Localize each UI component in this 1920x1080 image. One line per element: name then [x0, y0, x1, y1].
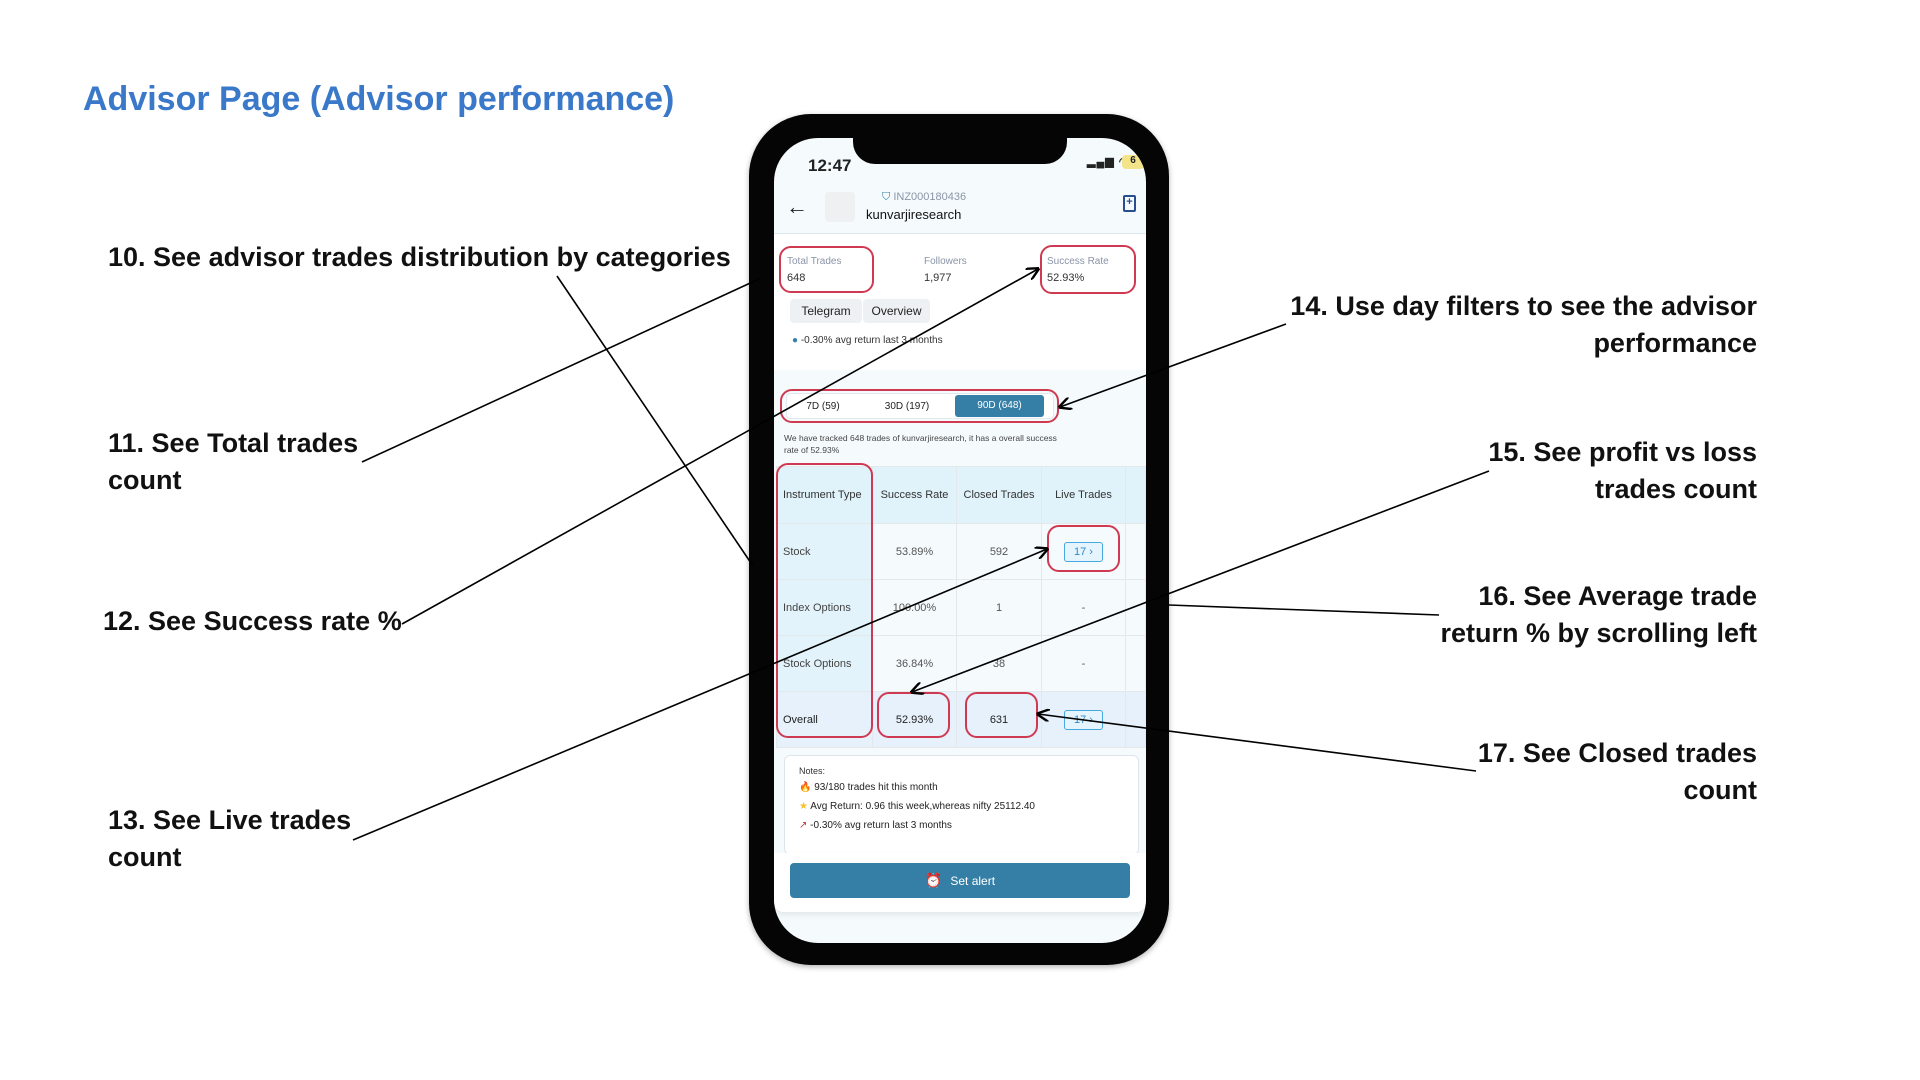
fire-icon: 🔥 [799, 782, 815, 793]
highlight-instrument-column [776, 463, 873, 738]
verified-shield-icon: ⛉ [882, 191, 894, 203]
tab-telegram[interactable]: Telegram [790, 299, 862, 323]
filter-90d[interactable]: 90D (648) [955, 395, 1044, 417]
star-icon: ★ [799, 801, 811, 812]
notch [853, 138, 1067, 164]
phone-screen: 12:47 ▂▄▆ ◠ 6 ← ⛉ INZ000180436 kunvarjir… [774, 138, 1146, 943]
tracking-summary: We have tracked 648 trades of kunvarjire… [784, 433, 1057, 455]
header-closed-trades: Closed Trades [956, 466, 1042, 524]
notes-card: Notes: 🔥 93/180 trades hit this month ★ … [784, 755, 1139, 855]
note-item: ★ Avg Return: 0.96 this week,whereas nif… [799, 801, 1035, 812]
bookmark-icon[interactable]: + [1123, 195, 1136, 212]
annotation-15: 15. See profit vs loss trades count [1488, 437, 1757, 504]
line-17 [1038, 714, 1477, 772]
filter-30d[interactable]: 30D (197) [884, 400, 930, 412]
registration-id: ⛉ INZ000180436 [882, 191, 967, 203]
day-filter-group: 7D (59) 30D (197) 90D (648) [786, 393, 1054, 419]
battery-icon: 6 [1122, 155, 1144, 169]
line-14 [1060, 323, 1287, 407]
tab-overview[interactable]: Overview [863, 299, 930, 323]
annotation-13: 13. See Live trades count [108, 805, 352, 872]
chart-icon: ↗ [799, 820, 811, 831]
annotation-17: 17. See Closed trades count [1477, 738, 1757, 805]
note-item: ↗ -0.30% avg return last 3 months [799, 820, 952, 831]
annotation-12: 12. See Success rate % [103, 606, 402, 636]
alarm-clock-icon: ⏰ [924, 872, 943, 888]
line-13 [352, 549, 1047, 841]
annotation-16: 16. See Average trade return % by scroll… [1440, 581, 1757, 648]
line-11 [361, 278, 760, 463]
header-success-rate: Success Rate [872, 466, 957, 524]
back-arrow-icon[interactable]: ← [786, 194, 808, 219]
page-title: Advisor Page (Advisor performance) [83, 80, 675, 118]
annotation-10: 10. See advisor trades distribution by c… [108, 242, 731, 272]
status-time: 12:47 [808, 156, 852, 175]
line-15 [912, 470, 1490, 692]
avg-return-line: ● -0.30% avg return last 3 months [792, 335, 943, 346]
live-trades-button[interactable]: 17 › [1064, 541, 1103, 562]
set-alert-button[interactable]: ⏰Set alert [790, 863, 1130, 898]
advisor-name: kunvarjiresearch [866, 207, 962, 222]
table-header: Instrument Type Success Rate Closed Trad… [776, 466, 1146, 524]
line-10 [556, 275, 754, 567]
line-16 [1168, 604, 1440, 616]
note-item: 🔥 93/180 trades hit this month [799, 782, 938, 793]
highlight-total-trades [779, 246, 874, 293]
annotation-11: 11. See Total trades count [108, 428, 359, 495]
filter-7d[interactable]: 7D (59) [806, 400, 840, 412]
header-live-trades: Live Trades [1041, 466, 1126, 524]
annotation-14: 14. Use day filters to see the advisor p… [1290, 291, 1757, 358]
lightbulb-icon: ● [792, 335, 801, 346]
header-instrument-type: Instrument Type [776, 466, 873, 524]
line-12 [401, 269, 1038, 625]
signal-wifi-icon: ▂▄▆ ◠ [1087, 156, 1130, 168]
advisor-logo [825, 192, 855, 222]
